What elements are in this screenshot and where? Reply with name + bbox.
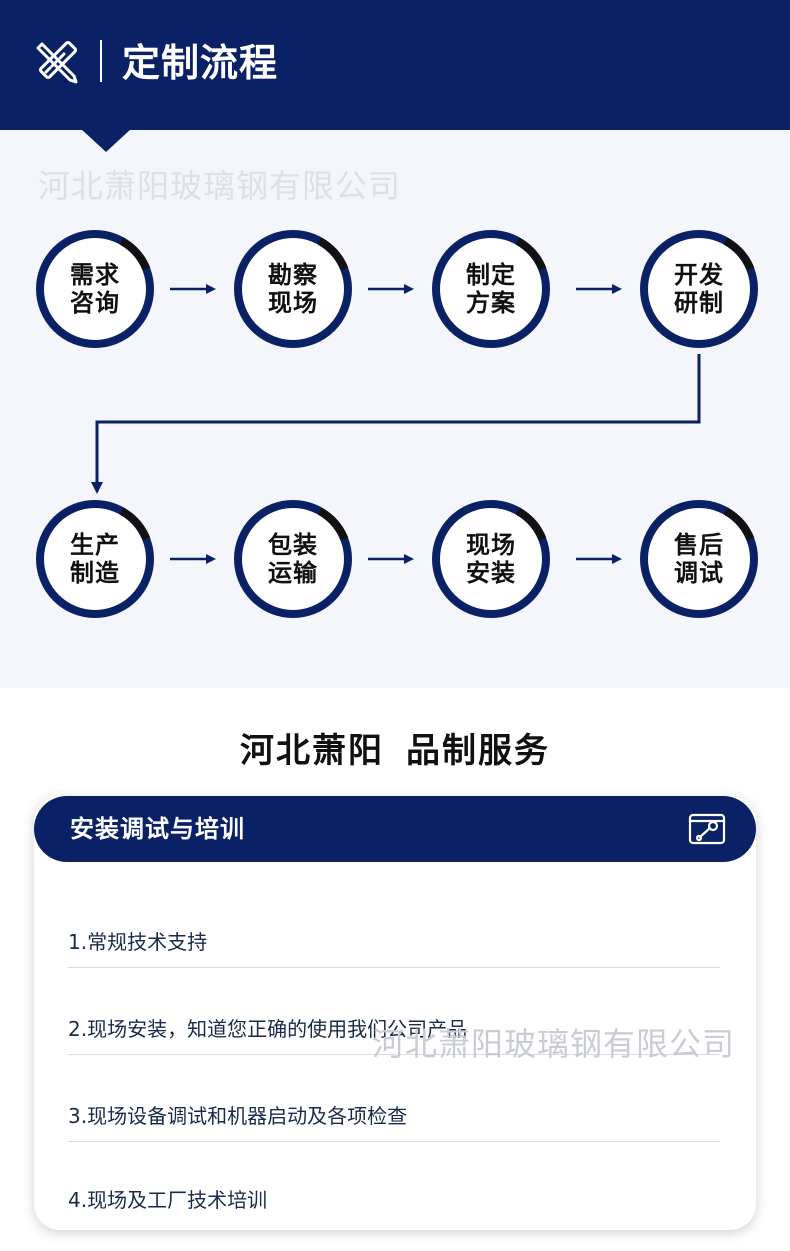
process-step-label: 生产制造	[52, 508, 138, 610]
service-card-title: 安装调试与培训	[70, 815, 245, 843]
service-item: 4.现场及工厂技术培训	[68, 1140, 720, 1226]
step-line-2: 咨询	[70, 289, 120, 317]
pencil-ruler-icon	[36, 40, 78, 84]
progress-arc-icon	[317, 237, 349, 271]
header-banner: 定制流程	[0, 0, 790, 130]
divider	[68, 1054, 720, 1055]
step-line-2: 安装	[466, 559, 516, 587]
service-card: 安装调试与培训 1.常规技术支持 2.现场安装，知道您正确的使用我们公司产品 3…	[34, 796, 756, 1230]
service-item-text: 2.现场安装，知道您正确的使用我们公司产品	[68, 1017, 468, 1041]
service-item-text: 4.现场及工厂技术培训	[68, 1188, 268, 1212]
process-step: 勘察现场	[234, 230, 352, 348]
step-line-1: 制定	[466, 261, 516, 289]
step-line-2: 制造	[70, 559, 120, 587]
step-line-1: 开发	[674, 261, 724, 289]
step-line-2: 运输	[268, 559, 318, 587]
arrow-right-icon	[576, 554, 622, 564]
step-line-2: 调试	[674, 559, 724, 587]
process-step: 售后调试	[640, 500, 758, 618]
process-step: 制定方案	[432, 230, 550, 348]
arrow-right-icon	[368, 554, 414, 564]
watermark-bottom: 河北萧阳玻璃钢有限公司	[372, 1025, 736, 1063]
divider	[68, 967, 720, 968]
progress-arc-icon	[317, 507, 349, 541]
wrench-window-icon	[688, 813, 726, 845]
process-step: 开发研制	[640, 230, 758, 348]
step-line-1: 包装	[268, 531, 318, 559]
progress-arc-icon	[723, 237, 755, 271]
process-step: 生产制造	[36, 500, 154, 618]
section-title: 河北萧阳品制服务	[0, 726, 790, 776]
arrow-right-icon	[170, 554, 216, 564]
progress-arc-icon	[723, 507, 755, 541]
service-item: 2.现场安装，知道您正确的使用我们公司产品	[68, 969, 720, 1055]
process-step-label: 现场安装	[448, 508, 534, 610]
progress-arc-icon	[119, 507, 151, 541]
watermark-top: 河北萧阳玻璃钢有限公司	[38, 167, 402, 205]
service-item: 3.现场设备调试和机器启动及各项检查	[68, 1056, 720, 1142]
service-item-text: 3.现场设备调试和机器启动及各项检查	[68, 1104, 408, 1128]
section-title-part2: 品制服务	[406, 731, 550, 771]
progress-arc-icon	[515, 507, 547, 541]
header-divider	[100, 40, 102, 82]
step-line-1: 生产	[70, 531, 120, 559]
process-step: 现场安装	[432, 500, 550, 618]
process-step: 包装运输	[234, 500, 352, 618]
service-card-header: 安装调试与培训	[34, 796, 756, 862]
section-title-part1: 河北萧阳	[240, 731, 384, 771]
step-line-2: 研制	[674, 289, 724, 317]
process-step-label: 开发研制	[656, 238, 742, 340]
service-item: 1.常规技术支持	[68, 882, 720, 968]
arrow-right-icon	[368, 284, 414, 294]
page-title: 定制流程	[122, 41, 279, 85]
step-line-1: 售后	[674, 531, 724, 559]
process-step: 需求咨询	[36, 230, 154, 348]
process-step-label: 制定方案	[448, 238, 534, 340]
progress-arc-icon	[119, 237, 151, 271]
service-item-text: 1.常规技术支持	[68, 930, 208, 954]
process-step-label: 需求咨询	[52, 238, 138, 340]
process-step-label: 勘察现场	[250, 238, 336, 340]
header-notch	[80, 128, 132, 152]
divider	[68, 1141, 720, 1142]
process-step-label: 包装运输	[250, 508, 336, 610]
arrow-right-icon	[576, 284, 622, 294]
step-line-2: 方案	[466, 289, 516, 317]
step-line-1: 现场	[466, 531, 516, 559]
process-step-label: 售后调试	[656, 508, 742, 610]
step-line-2: 现场	[268, 289, 318, 317]
progress-arc-icon	[515, 237, 547, 271]
step-line-1: 勘察	[268, 261, 318, 289]
step-line-1: 需求	[70, 261, 120, 289]
arrow-right-icon	[170, 284, 216, 294]
